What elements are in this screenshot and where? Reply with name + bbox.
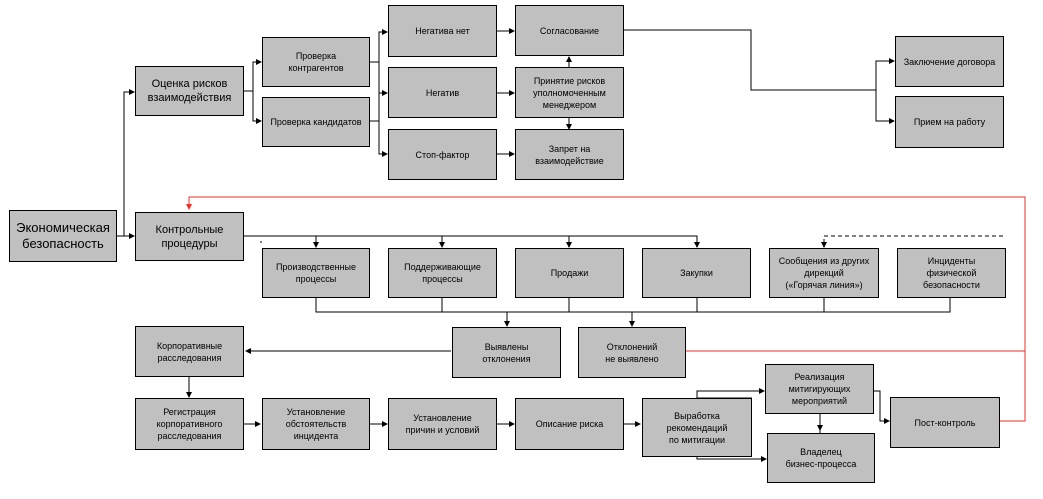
edge-risk-contr	[244, 59, 262, 92]
node-corporate-investigations: Корпоративные расследования	[135, 326, 244, 377]
node-hiring: Прием на работу	[895, 96, 1004, 148]
node-risk-acceptance: Принятие рисков уполномоченным менеджеро…	[515, 67, 624, 118]
node-support-processes: Поддерживающие процессы	[388, 248, 497, 298]
node-approval: Согласование	[515, 5, 624, 56]
node-process-owner: Владелец бизнес-процесса	[767, 433, 875, 483]
node-economic-security: Экономическая безопасность	[9, 210, 117, 262]
node-purchasing: Закупки	[642, 248, 751, 298]
node-causes-conditions: Установление причин и условий	[388, 398, 497, 450]
node-risk-description: Описание риска	[515, 398, 624, 450]
node-contract: Заключение договора	[895, 36, 1004, 87]
node-stop-factor: Стоп-фактор	[388, 129, 497, 180]
node-interaction-ban: Запрет на взаимодействие	[515, 129, 624, 180]
node-investigation-registration: Регистрация корпоративного расследования	[135, 398, 244, 450]
node-no-negative: Негатива нет	[388, 5, 497, 57]
node-production-processes: Производственные процессы	[262, 248, 370, 298]
node-sales: Продажи	[515, 248, 624, 298]
edge-feedback-loop	[186, 196, 1026, 422]
edge-econ-risk	[117, 89, 135, 237]
node-mitigation-recommendations: Выработка рекомендаций по митигации	[642, 398, 752, 457]
node-check-candidates: Проверка кандидатов	[262, 97, 370, 147]
node-physical-incidents: Инциденты физической безопасности	[897, 248, 1006, 298]
node-mitigation-measures: Реализация митигирующих мероприятий	[765, 364, 874, 414]
node-negative: Негатив	[388, 67, 497, 118]
node-check-counterparties: Проверка контрагентов	[262, 37, 370, 87]
node-deviations-found: Выявлены отклонения	[452, 327, 561, 378]
node-risk-evaluation: Оценка рисков взаимодействия	[135, 66, 244, 116]
edge-risk-cand	[244, 90, 262, 124]
node-control-procedures: Контрольные процедуры	[135, 212, 244, 261]
node-no-deviations: Отклонений не выявлено	[578, 327, 686, 378]
node-incident-circumstances: Установление обстоятельств инцидента	[262, 398, 370, 450]
node-post-control: Пост-контроль	[890, 397, 1000, 448]
node-hotline-messages: Сообщения из других дирекций («Горячая л…	[769, 248, 879, 298]
